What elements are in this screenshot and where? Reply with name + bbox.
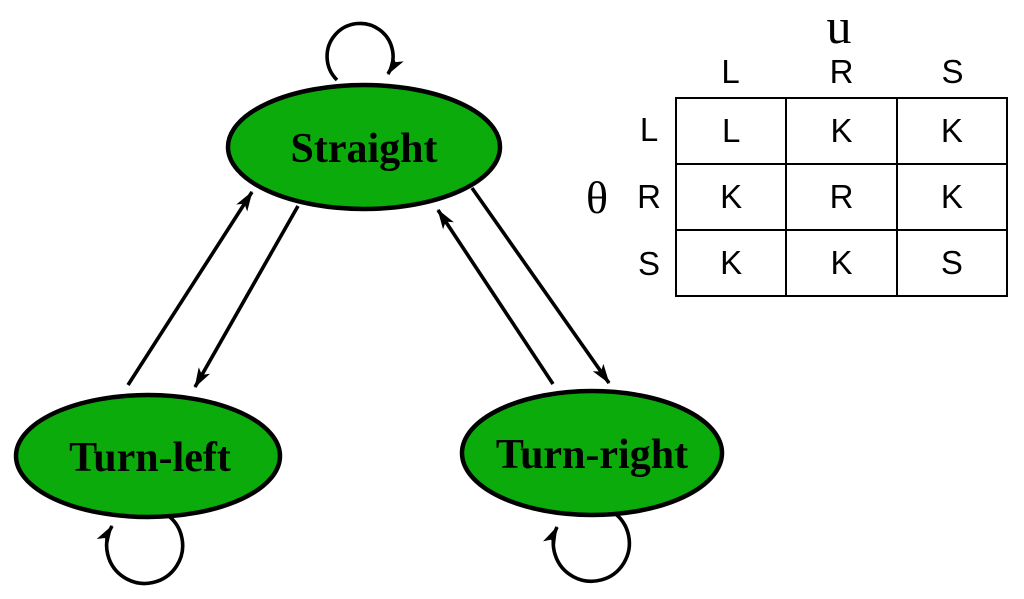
self-loop-turnleft [96, 512, 185, 586]
self-loop-straight [325, 21, 404, 82]
table-row: K R K [674, 163, 1009, 231]
state-straight: Straight [225, 82, 503, 212]
state-symbol-label: θ [585, 171, 609, 223]
state-straight-ellipse [225, 82, 503, 212]
column-headers: L R S [675, 50, 1008, 94]
state-turn-left: Turn-left [13, 392, 283, 520]
row-header-s: S [637, 244, 660, 282]
table-cell: K [895, 163, 1009, 231]
col-header-r: R [829, 53, 854, 90]
col-header-s: S [941, 53, 964, 90]
transition-table: L K K K R K K K S [674, 97, 1009, 297]
table-cell: K [895, 97, 1009, 165]
state-straight-label: Straight [291, 126, 438, 172]
edge-straight-to-turnleft [193, 205, 300, 388]
edge-turnleft-to-straight [126, 191, 254, 386]
table-cell: K [674, 229, 788, 297]
table-row: K K S [674, 229, 1009, 297]
state-turn-left-label: Turn-left [69, 435, 231, 481]
self-loop-turnright [543, 510, 632, 584]
table-cell: R [785, 163, 898, 231]
state-turn-right-ellipse [459, 388, 725, 518]
table-cell: K [674, 163, 788, 231]
state-turn-right: Turn-right [459, 388, 725, 518]
table-row: L K K [674, 97, 1009, 165]
table-cell: S [895, 229, 1009, 297]
row-header-r: R [637, 178, 661, 215]
state-turn-right-label: Turn-right [496, 432, 688, 478]
edge-straight-to-turnright [470, 186, 611, 385]
row-headers: L R S [626, 97, 672, 297]
input-symbol-label: u [826, 0, 852, 54]
state-turn-left-ellipse [13, 392, 283, 520]
table-cell: L [674, 97, 788, 165]
row-header-l: L [639, 111, 659, 149]
table-cell: K [785, 229, 898, 297]
edge-turnright-to-straight [436, 209, 555, 385]
col-header-l: L [721, 53, 740, 90]
table-cell: K [785, 97, 898, 165]
